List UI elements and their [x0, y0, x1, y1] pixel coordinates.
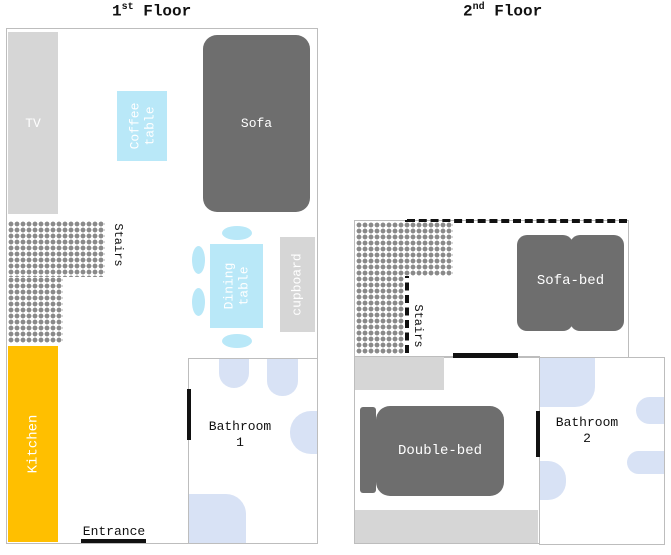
wardrobe-top: [355, 357, 444, 390]
stairs-lower: [8, 277, 63, 343]
floor2-title: 2nd Floor: [463, 2, 543, 21]
toilet-1: [267, 359, 298, 396]
balcony-railing: [407, 219, 627, 223]
bidet-1: [290, 411, 317, 454]
stair-railing: [405, 220, 409, 353]
bathroom-2-door: [536, 411, 540, 457]
cupboard-label: cupboard: [290, 253, 306, 316]
entrance-door: [81, 539, 146, 543]
bathroom-1-label: Bathroom 1: [208, 419, 272, 450]
kitchen: Kitchen: [8, 346, 58, 542]
floor1-outline: [6, 28, 318, 544]
chair-bottom: [222, 334, 252, 348]
chair-left-upper: [192, 246, 205, 274]
kitchen-label: Kitchen: [25, 414, 41, 474]
stairs-upper: [8, 221, 105, 277]
floor1-title: 1st Floor: [112, 2, 192, 21]
chair-top: [222, 226, 252, 240]
tv: TV: [8, 32, 58, 214]
sofa: Sofa: [203, 35, 310, 212]
headboard: [360, 407, 376, 493]
shower-1: [189, 494, 246, 543]
double-bed: Double-bed: [376, 406, 504, 496]
sink-2: [636, 397, 664, 424]
double-bed-label: Double-bed: [397, 443, 482, 459]
sofa-bed-left: [517, 235, 573, 331]
coffee-table: Coffee table: [117, 91, 167, 161]
shower-2: [540, 358, 595, 407]
bathroom-2-label: Bathroom 2: [555, 415, 619, 446]
entrance-label: Entrance: [82, 524, 146, 539]
dining-table: Dining table: [210, 244, 263, 328]
cupboard: cupboard: [280, 237, 315, 332]
bathroom-1-door: [187, 389, 191, 440]
wardrobe-bottom: [355, 510, 538, 543]
toilet-2: [627, 451, 664, 474]
stairs-label-floor1: Stairs: [111, 223, 125, 267]
bidet-2: [540, 461, 566, 500]
stairs-label-floor2: Stairs: [411, 304, 425, 348]
sofa-bed-right: [570, 235, 624, 331]
bedroom-door: [453, 353, 518, 358]
sink-1: [219, 359, 249, 388]
tv-label: TV: [25, 115, 41, 131]
sofa-label: Sofa: [240, 116, 273, 131]
bathroom-1: [188, 358, 318, 544]
sofa-bed-label: Sofa-bed: [536, 273, 605, 289]
chair-left-lower: [192, 288, 205, 316]
stairs-floor2-upper: [356, 222, 453, 276]
stairs-floor2-lower: [356, 276, 404, 354]
